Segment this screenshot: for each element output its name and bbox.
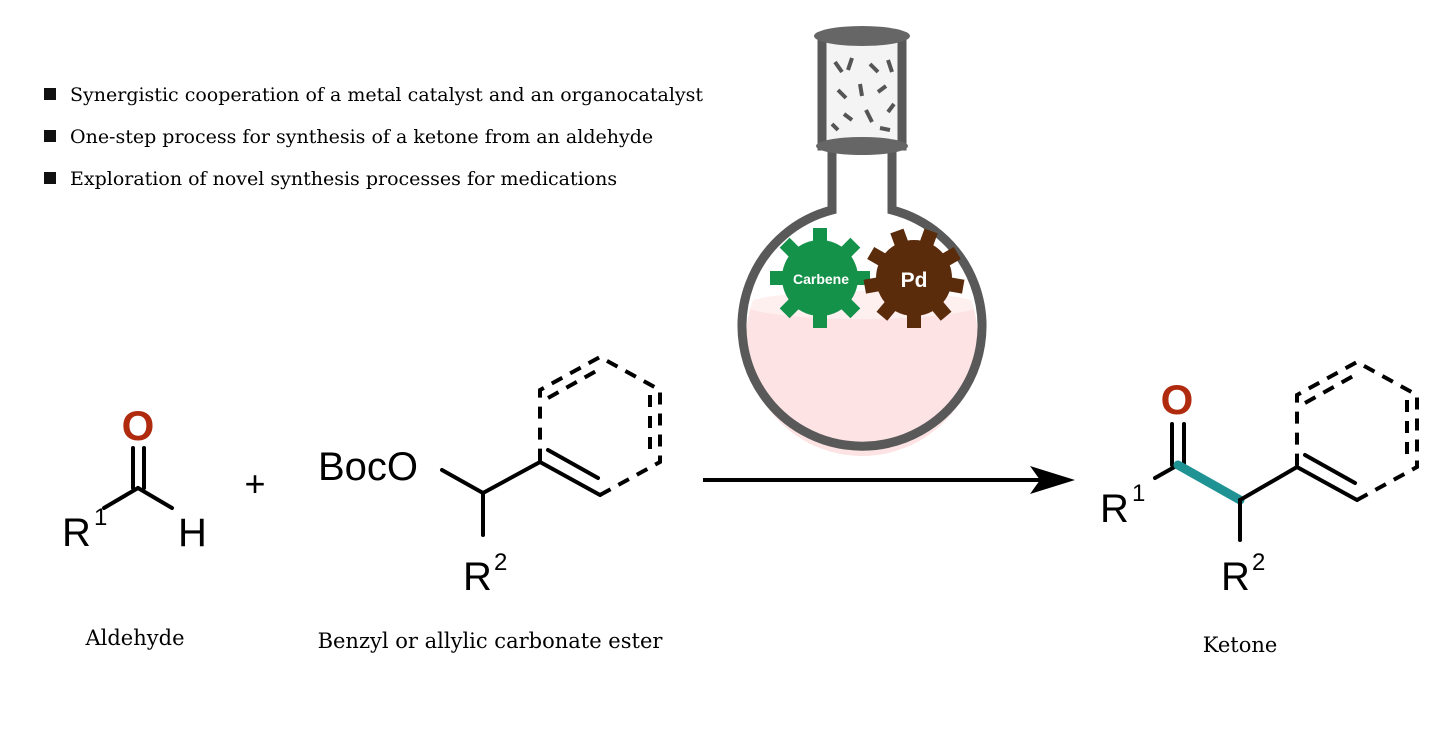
gear-tooth (907, 308, 921, 328)
gear-label-pd: Pd (901, 269, 928, 292)
gear-tooth (779, 294, 804, 319)
aldehyde-label: Aldehyde (84, 626, 184, 650)
plus-sign: + (244, 463, 265, 504)
bullet-square-icon (44, 130, 56, 142)
hydrogen-atom: H (178, 511, 207, 555)
gear-tooth (836, 237, 861, 262)
boco-group: BocO (318, 445, 418, 489)
gear-tooth (936, 246, 961, 270)
bullet-text: Synergistic cooperation of a metal catal… (70, 84, 703, 106)
gear-tooth (779, 237, 804, 262)
new-cc-bond (1173, 460, 1245, 505)
r2-group: R (463, 555, 492, 599)
r1-group: R (1100, 487, 1129, 531)
gear-tooth (867, 246, 892, 270)
gear-tooth (942, 276, 965, 294)
bullet-square-icon (44, 172, 56, 184)
flask-illustration: Carbene Pd (737, 26, 987, 456)
gear-tooth (927, 296, 952, 321)
oxygen-atom: O (122, 402, 155, 449)
r2-group: R (1221, 555, 1250, 599)
aldehyde-structure: O R 1 H (62, 402, 207, 555)
r2-superscript: 2 (1252, 549, 1265, 576)
gear-label-carbene: Carbene (793, 271, 849, 287)
gear-tooth (876, 296, 901, 321)
gear-tooth (813, 228, 827, 248)
r1-group: R (62, 511, 91, 555)
bullet-list: Synergistic cooperation of a metal catal… (44, 84, 703, 190)
gear-tooth (836, 294, 861, 319)
gear-body (782, 240, 858, 316)
reaction-arrow (703, 466, 1075, 494)
flask-body (737, 150, 987, 451)
bullet-square-icon (44, 88, 56, 100)
oxygen-atom: O (1161, 376, 1194, 423)
bullet-text: Exploration of novel synthesis processes… (70, 168, 617, 190)
stopper-particles (830, 57, 896, 132)
r1-superscript: 1 (94, 504, 107, 531)
flask-rim (814, 26, 910, 46)
pd-gear-icon (863, 228, 965, 328)
ketone-structure: O R 1 R 2 (1100, 359, 1419, 599)
ester-structure: BocO R 2 (318, 354, 662, 599)
ester-label: Benzyl or allylic carbonate ester (318, 629, 664, 653)
gear-tooth (770, 271, 790, 285)
carbene-gear-icon (770, 228, 870, 328)
gear-tooth (917, 228, 938, 253)
gear-body (876, 240, 952, 316)
gear-tooth (863, 276, 886, 294)
gear-tooth (813, 308, 827, 328)
r1-superscript: 1 (1132, 480, 1145, 507)
ketone-label: Ketone (1203, 633, 1278, 657)
bullet-text: One-step process for synthesis of a keto… (70, 126, 653, 148)
gear-tooth (890, 228, 911, 253)
r2-superscript: 2 (494, 549, 507, 576)
